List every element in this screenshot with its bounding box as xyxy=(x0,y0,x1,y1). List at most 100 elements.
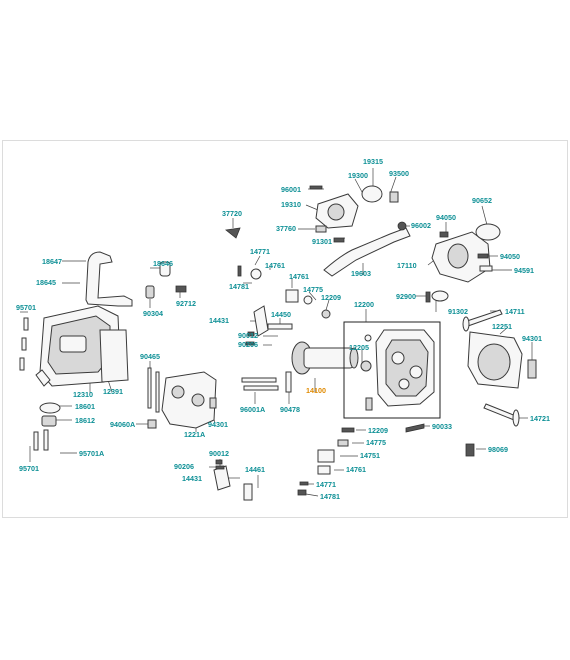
part-label: 1221A xyxy=(184,430,205,439)
part-label: 19310 xyxy=(281,200,301,209)
part-label: 90465 xyxy=(140,352,160,361)
valve-14721-drawing xyxy=(483,403,517,421)
part-label: 96001A xyxy=(240,405,265,414)
cam-holder-drawing xyxy=(161,371,217,429)
dowel-12205-top-drawing xyxy=(364,334,372,342)
bolt-96001A-drawing-2 xyxy=(243,385,279,391)
part-label: 92900 xyxy=(396,292,416,301)
nut-90012-bottom-drawing xyxy=(215,459,223,465)
cylinder-head-box xyxy=(343,321,441,419)
part-label: 95701 xyxy=(19,464,39,473)
part-label: 90652 xyxy=(472,196,492,205)
part-label: 95701 xyxy=(16,303,36,312)
sensor-37760-drawing xyxy=(315,225,327,233)
valve-14721-head-drawing xyxy=(512,409,520,427)
part-label: 90304 xyxy=(143,309,163,318)
bolt-95701A-drawing-2 xyxy=(43,429,49,451)
dowel-12205-drawing xyxy=(360,360,372,372)
clip-96002-drawing xyxy=(397,221,407,231)
spring-14751-drawing xyxy=(317,449,335,463)
stud-95701-drawing xyxy=(23,317,29,331)
valve-14711-head-drawing xyxy=(462,316,470,332)
part-label: 37720 xyxy=(222,209,242,218)
clamp-drawing xyxy=(159,261,171,277)
seal-12209-bottom-drawing xyxy=(341,427,355,433)
part-label: 14711 xyxy=(505,307,525,316)
part-label: 14771 xyxy=(250,247,270,256)
part-label: 18645 xyxy=(36,278,56,287)
plug-12209-drawing xyxy=(365,397,373,411)
part-label: 92712 xyxy=(176,299,196,308)
part-label: 94050 xyxy=(436,213,456,222)
part-label: 14761 xyxy=(289,272,309,281)
screw-90206-drawing xyxy=(245,341,255,346)
part-18601-drawing xyxy=(39,402,61,414)
part-label: 90012 xyxy=(238,331,258,340)
part-label: 90012 xyxy=(209,449,229,458)
bolt-94060A-drawing xyxy=(147,419,157,429)
part-label: 14461 xyxy=(245,465,265,474)
rocker-arm-drawing xyxy=(253,305,269,337)
part-label: 14721 xyxy=(530,414,550,423)
shaft-14461-drawing xyxy=(243,483,253,501)
cotter-14781-bottom-drawing xyxy=(297,489,307,496)
part-label: 17110 xyxy=(397,261,417,270)
part-18612-drawing xyxy=(41,415,57,427)
bolt-90465-drawing-2 xyxy=(155,371,160,413)
part-label: 12251 xyxy=(492,322,512,331)
part-labels: 19315 19300 93500 96001 19310 37720 3776… xyxy=(16,157,550,501)
part-label: 18612 xyxy=(75,416,95,425)
part-label: 14775 xyxy=(366,438,386,447)
part-label: 90206 xyxy=(174,462,194,471)
bolt-95701A-drawing xyxy=(33,431,39,451)
part-label: 94301 xyxy=(208,420,228,429)
part-label: 94591 xyxy=(514,266,534,275)
part-drawings xyxy=(19,185,537,501)
stud-90478-drawing xyxy=(285,371,292,393)
bolt-94050-drawing xyxy=(439,231,449,238)
part-label: 14761 xyxy=(265,261,285,270)
spring-14761-drawing xyxy=(285,289,299,303)
part-label: 18647 xyxy=(42,257,62,266)
part-label: 94060A xyxy=(110,420,135,429)
part-label: 14781 xyxy=(229,282,249,291)
rocker-shaft-drawing xyxy=(267,323,293,330)
seat-14775-drawing xyxy=(303,295,313,305)
part-37720-drawing xyxy=(225,227,241,239)
part-label: 12200 xyxy=(354,300,374,309)
stud-95701-drawing-3 xyxy=(19,357,25,371)
oring-91302-drawing xyxy=(431,290,449,302)
part-label: 12209 xyxy=(368,426,388,435)
cylinder-head-drawing xyxy=(375,329,435,407)
pin-90033-drawing xyxy=(405,423,425,433)
bolt-94591-drawing xyxy=(479,265,493,272)
part-label: 96002 xyxy=(411,221,431,230)
pipe-drawing xyxy=(85,251,133,307)
gasket-drawing xyxy=(99,329,129,383)
part-label: 19315 xyxy=(363,157,383,166)
part-label: 14781 xyxy=(320,492,340,501)
seal-12209-drawing xyxy=(321,309,331,319)
part-label: 14450 xyxy=(271,310,291,319)
part-label: 12310 xyxy=(73,390,93,399)
part-label: 14431 xyxy=(182,474,202,483)
cotter-14771-drawing xyxy=(237,265,242,277)
part-label: 94050 xyxy=(500,252,520,261)
plug-98069-drawing xyxy=(465,443,475,457)
nut-90012-drawing xyxy=(247,331,255,337)
bolt-96001A-drawing xyxy=(241,377,277,383)
camshaft-drawing xyxy=(291,341,359,375)
thermostat-housing-drawing xyxy=(315,185,399,229)
water-hose-drawing xyxy=(323,227,411,277)
clip-92712-drawing xyxy=(175,285,187,293)
part-label-highlighted: 14100 xyxy=(306,386,326,395)
part-label: 37760 xyxy=(276,224,296,233)
oring-91301-drawing xyxy=(333,237,345,243)
part-label: 19300 xyxy=(348,171,368,180)
diagram-frame xyxy=(2,140,568,518)
part-label: 18646 xyxy=(153,259,173,268)
part-label: 95701A xyxy=(79,449,104,458)
bolt-96001-drawing xyxy=(309,185,323,190)
part-label: 14775 xyxy=(303,285,323,294)
